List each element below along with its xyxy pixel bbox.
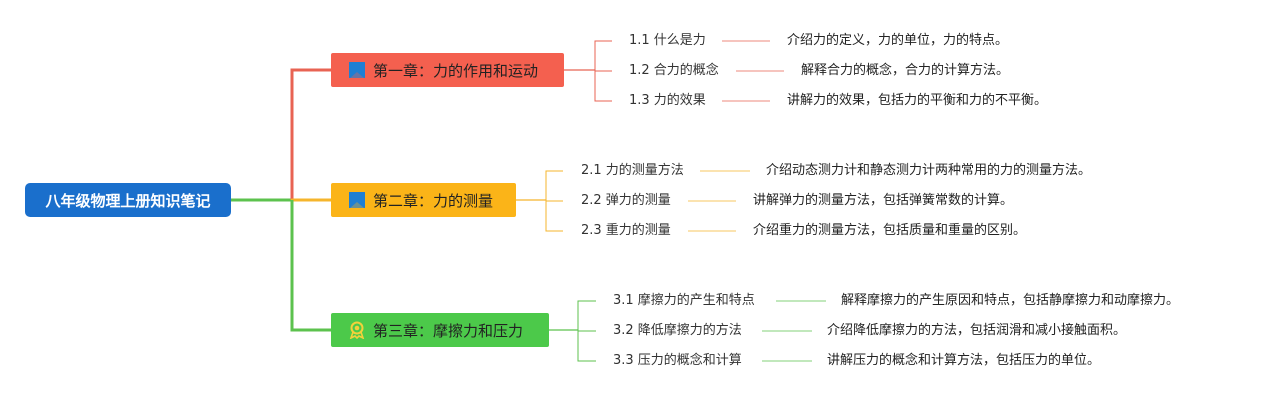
subtopic-1-3-connector (594, 70, 612, 102)
subtopic-2-3[interactable]: 2.3 重力的测量 (581, 223, 671, 238)
subtopic-1-2[interactable]: 1.2 合力的概念 (629, 63, 719, 78)
chapter-3-connector (290, 200, 331, 332)
subtopic-3-3-desc: 讲解压力的概念和计算方法，包括压力的单位。 (827, 353, 1101, 368)
flag-icon (347, 60, 367, 80)
subtopic-1-1-desc: 介绍力的定义，力的单位，力的特点。 (787, 33, 1009, 48)
chapter-1-connector (290, 68, 331, 200)
chapter-3-node[interactable]: 第三章：摩擦力和压力 (331, 313, 549, 347)
subtopic-3-1-connector (577, 300, 596, 330)
subtopic-2-2[interactable]: 2.2 弹力的测量 (581, 193, 671, 208)
subtopic-2-1-connector (545, 170, 563, 200)
subtopic-3-2[interactable]: 3.2 降低摩擦力的方法 (613, 323, 742, 338)
subtopic-1-2-desc: 解释合力的概念，合力的计算方法。 (801, 63, 1010, 78)
subtopic-3-1[interactable]: 3.1 摩擦力的产生和特点 (613, 293, 755, 308)
subtopic-1-2-connector (594, 70, 612, 72)
subtopic-1-3-desc: 讲解力的效果，包括力的平衡和力的不平衡。 (787, 93, 1048, 108)
subtopic-3-3-connector (577, 330, 596, 362)
subtopic-1-1-connector (594, 40, 612, 70)
chapter-2-title: 第二章：力的测量 (373, 191, 494, 210)
subtopic-3-2-connector (577, 330, 596, 332)
subtopic-1-1[interactable]: 1.1 什么是力 (629, 33, 706, 48)
subtopic-3-1-desc: 解释摩擦力的产生原因和特点，包括静摩擦力和动摩擦力。 (841, 293, 1180, 308)
subtopic-2-1-desc: 介绍动态测力计和静态测力计两种常用的力的测量方法。 (766, 163, 1092, 178)
subtopic-2-3-connector (545, 200, 563, 232)
root-topic[interactable]: 八年级物理上册知识笔记 (25, 183, 231, 217)
chapter-2-node[interactable]: 第二章：力的测量 (331, 183, 516, 217)
root-title: 八年级物理上册知识笔记 (45, 191, 211, 210)
chapter-1-title: 第一章：力的作用和运动 (373, 61, 539, 80)
award-icon (347, 320, 367, 340)
subtopic-3-2-desc: 介绍降低摩擦力的方法，包括润滑和减小接触面积。 (827, 323, 1127, 338)
subtopic-1-3[interactable]: 1.3 力的效果 (629, 93, 706, 108)
chapter-1-node[interactable]: 第一章：力的作用和运动 (331, 53, 564, 87)
subtopic-2-1[interactable]: 2.1 力的测量方法 (581, 163, 684, 178)
flag-icon (347, 190, 367, 210)
subtopic-2-2-desc: 讲解弹力的测量方法，包括弹簧常数的计算。 (753, 193, 1014, 208)
subtopic-3-3[interactable]: 3.3 压力的概念和计算 (613, 353, 742, 368)
subtopic-2-2-connector (545, 200, 563, 202)
chapter-3-title: 第三章：摩擦力和压力 (373, 321, 524, 340)
subtopic-2-3-desc: 介绍重力的测量方法，包括质量和重量的区别。 (753, 223, 1027, 238)
